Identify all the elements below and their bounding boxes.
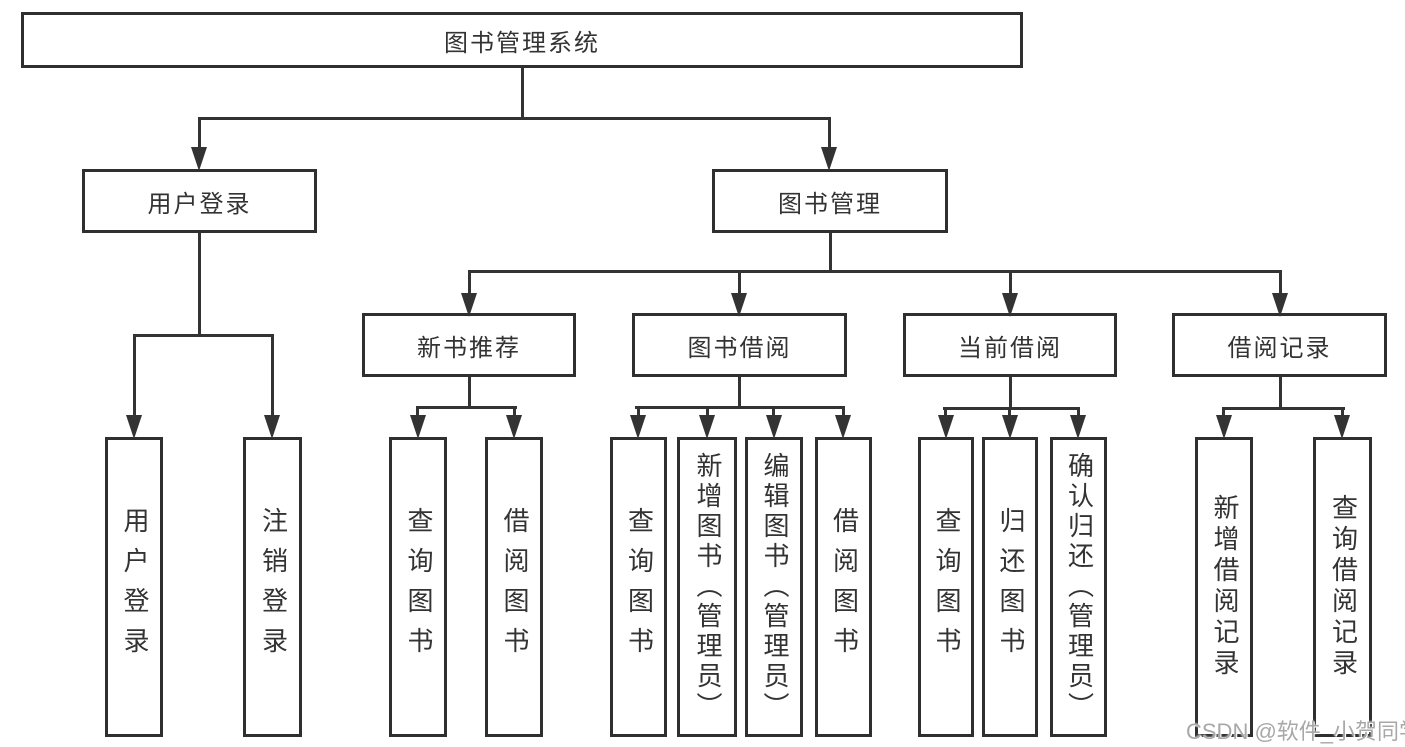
connector-line <box>842 406 845 417</box>
node-root: 图书管理系统 <box>21 12 1023 68</box>
leaf-user-login: 用户登录 <box>105 437 163 737</box>
leaf-query-books-1-label: 查询图书 <box>403 507 434 667</box>
connector-line <box>133 334 274 337</box>
leaf-return-books-label: 归还图书 <box>995 507 1026 667</box>
leaf-edit-books-admin: 编辑图书（管理员） <box>745 437 803 737</box>
csdn-watermark: CSDN @软件_小贺同学 <box>1186 719 1405 744</box>
connector-line <box>1009 376 1012 410</box>
arrowhead-down-icon <box>191 147 207 171</box>
connector-line <box>829 232 832 273</box>
arrowhead-down-icon <box>1070 415 1086 439</box>
connector-line <box>1008 407 1011 417</box>
node-book-borrowing-label: 图书借阅 <box>687 334 792 362</box>
connector-line <box>828 117 831 149</box>
connector-line <box>1279 270 1282 295</box>
arrowhead-down-icon <box>731 293 747 317</box>
node-book-management: 图书管理 <box>712 169 948 233</box>
leaf-confirm-return-admin: 确认归还（管理员） <box>1050 437 1107 737</box>
arrowhead-down-icon <box>766 415 782 439</box>
connector-line <box>271 334 274 417</box>
leaf-query-books-3: 查询图书 <box>918 437 974 737</box>
connector-line <box>198 117 831 120</box>
node-borrowing-records-label: 借阅记录 <box>1227 334 1332 362</box>
connector-line <box>468 376 471 409</box>
leaf-query-books-3-label: 查询图书 <box>931 507 962 667</box>
arrowhead-down-icon <box>835 415 851 439</box>
node-current-borrowing: 当前借阅 <box>903 313 1117 377</box>
leaf-logout-label: 注销登录 <box>258 507 289 667</box>
leaf-user-login-label: 用户登录 <box>119 507 150 667</box>
arrowhead-down-icon <box>410 415 426 439</box>
node-book-borrowing: 图书借阅 <box>632 313 847 377</box>
connector-line <box>133 334 136 417</box>
node-borrowing-records: 借阅记录 <box>1172 313 1387 377</box>
node-new-book-recommend: 新书推荐 <box>362 313 576 377</box>
connector-line <box>468 270 471 295</box>
connector-line <box>738 376 741 409</box>
node-root-label: 图书管理系统 <box>444 29 600 57</box>
leaf-borrow-books-2-label: 借阅图书 <box>829 507 860 667</box>
arrowhead-down-icon <box>1002 415 1018 439</box>
arrowhead-down-icon <box>461 293 477 317</box>
leaf-add-borrow-record-label: 新增借阅记录 <box>1209 494 1240 680</box>
connector-line <box>1279 376 1282 410</box>
connector-line <box>1009 270 1012 295</box>
leaf-borrow-books-1-label: 借阅图书 <box>499 507 530 667</box>
connector-line <box>198 232 201 337</box>
leaf-confirm-return-admin-label: 确认归还（管理员） <box>1064 452 1095 722</box>
arrowhead-down-icon <box>506 415 522 439</box>
leaf-add-books-admin: 新增图书（管理员） <box>677 437 737 737</box>
arrowhead-down-icon <box>1002 293 1018 317</box>
connector-line <box>468 270 1282 273</box>
leaf-logout: 注销登录 <box>243 437 302 737</box>
arrowhead-down-icon <box>1216 415 1232 439</box>
connector-line <box>706 406 709 417</box>
leaf-add-borrow-record: 新增借阅记录 <box>1195 437 1253 737</box>
arrowhead-down-icon <box>1334 415 1350 439</box>
leaf-borrow-books-2: 借阅图书 <box>815 437 872 737</box>
connector-line <box>772 406 775 417</box>
connector-line <box>198 117 201 149</box>
connector-line <box>635 406 845 409</box>
connector-line <box>513 406 516 417</box>
arrowhead-down-icon <box>264 415 280 439</box>
connector-line <box>1222 407 1225 417</box>
leaf-query-borrow-record-label: 查询借阅记录 <box>1328 494 1359 680</box>
leaf-return-books: 归还图书 <box>982 437 1038 737</box>
leaf-query-books-2: 查询图书 <box>610 437 667 737</box>
leaf-query-borrow-record: 查询借阅记录 <box>1313 437 1372 737</box>
connector-line <box>416 406 419 417</box>
node-user-login-label: 用户登录 <box>147 190 252 218</box>
connector-line <box>521 68 524 117</box>
arrowhead-down-icon <box>630 415 646 439</box>
arrowhead-down-icon <box>938 415 954 439</box>
leaf-edit-books-admin-label: 编辑图书（管理员） <box>759 452 790 722</box>
arrowhead-down-icon <box>821 147 837 171</box>
arrowhead-down-icon <box>699 415 715 439</box>
leaf-borrow-books-1: 借阅图书 <box>485 437 543 737</box>
connector-line <box>1341 407 1344 417</box>
leaf-query-books-2-label: 查询图书 <box>624 507 655 667</box>
connector-line <box>738 270 741 295</box>
arrowhead-down-icon <box>126 415 142 439</box>
connector-line <box>943 407 1080 410</box>
connector-line <box>1222 407 1345 410</box>
leaf-add-books-admin-label: 新增图书（管理员） <box>692 452 723 722</box>
node-book-management-label: 图书管理 <box>778 190 882 218</box>
node-current-borrowing-label: 当前借阅 <box>958 334 1062 362</box>
leaf-query-books-1: 查询图书 <box>389 437 447 737</box>
arrowhead-down-icon <box>1272 293 1288 317</box>
connector-line <box>416 406 517 409</box>
node-user-login: 用户登录 <box>82 169 317 233</box>
connector-line <box>637 406 640 417</box>
connector-line <box>944 407 947 417</box>
connector-line <box>1077 407 1080 417</box>
node-new-book-recommend-label: 新书推荐 <box>417 334 521 362</box>
